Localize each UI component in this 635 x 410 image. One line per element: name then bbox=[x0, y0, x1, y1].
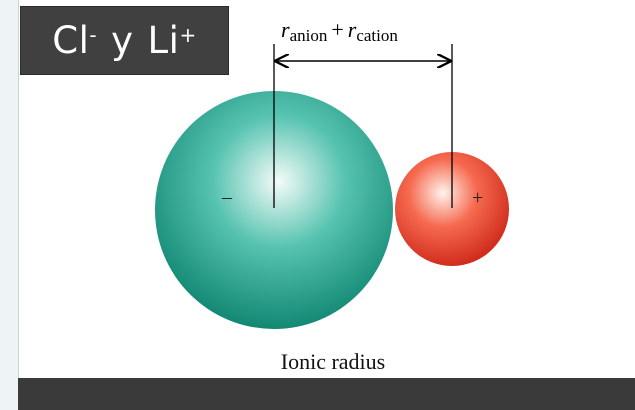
title-ion2: Li bbox=[147, 19, 180, 62]
anion-charge-sign: – bbox=[221, 186, 233, 208]
dimension-label: ranion+rcation bbox=[281, 17, 398, 45]
slide-title: Cl- y Li+ bbox=[20, 6, 229, 75]
title-ion2-charge: + bbox=[179, 22, 197, 47]
title-ion1-charge: - bbox=[89, 22, 98, 47]
title-ion1: Cl bbox=[52, 19, 90, 62]
anion-sphere bbox=[155, 91, 393, 329]
title-conjunction: y bbox=[111, 19, 134, 62]
bottom-bar bbox=[18, 378, 635, 410]
cation-sphere bbox=[395, 152, 509, 266]
cation-charge-sign: + bbox=[472, 187, 483, 209]
diagram-caption: Ionic radius bbox=[281, 349, 385, 374]
